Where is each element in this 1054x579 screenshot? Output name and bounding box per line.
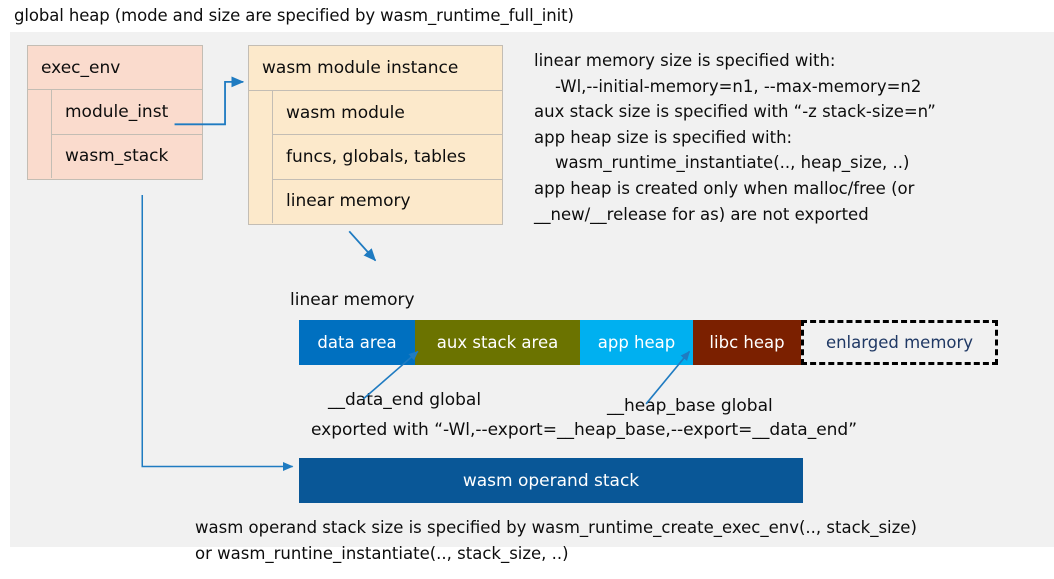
page-title: global heap (mode and size are specified… <box>14 6 574 25</box>
exec-env-fields: module_inst wasm_stack <box>52 90 202 178</box>
exec-env-body: module_inst wasm_stack <box>28 90 202 178</box>
exec-env-header: exec_env <box>28 46 202 90</box>
arrow-wasm-stack-to-operand-stack <box>141 194 294 472</box>
module-instance-field-wasm-module: wasm module <box>273 91 502 136</box>
operand-stack-note: wasm operand stack size is specified by … <box>195 518 917 563</box>
exec-env-box: exec_env module_inst wasm_stack <box>27 45 203 180</box>
exec-env-gutter <box>28 90 52 178</box>
memory-segment-libc-heap: libc heap <box>693 320 801 365</box>
linear-memory-caption: linear memory <box>290 290 415 310</box>
arrow-linear-memory-field-to-bar <box>348 230 377 262</box>
module-instance-fields: wasm module funcs, globals, tables linea… <box>273 91 502 223</box>
module-instance-header: wasm module instance <box>249 46 502 91</box>
heap-base-annotation: __heap_base global <box>607 396 773 416</box>
exec-env-field-module-inst: module_inst <box>52 90 202 135</box>
diagram-canvas: exec_env module_inst wasm_stack wasm mod… <box>10 32 1054 563</box>
module-instance-field-linear-memory: linear memory <box>286 191 411 212</box>
memory-segment-data-area: data area <box>299 320 415 365</box>
module-instance-field-funcs-globals-tables: funcs, globals, tables <box>273 135 502 180</box>
memory-segment-app-heap: app heap <box>580 320 693 365</box>
memory-segment-enlarged-memory: enlarged memory <box>801 320 998 365</box>
module-instance-gutter <box>249 91 273 223</box>
memory-segment-aux-stack-area: aux stack area <box>415 320 580 365</box>
runtime-configuration-notes: linear memory size is specified with: -W… <box>534 51 936 224</box>
module-instance-body: wasm module funcs, globals, tables linea… <box>249 91 502 223</box>
wasm-operand-stack-box: wasm operand stack <box>299 458 803 503</box>
data-end-annotation: __data_end global <box>328 390 482 410</box>
wasm-module-instance-box: wasm module instance wasm module funcs, … <box>248 45 503 225</box>
exec-env-field-wasm-stack: wasm_stack <box>65 146 169 167</box>
export-flags-note: exported with “-Wl,--export=__heap_base,… <box>311 420 858 440</box>
